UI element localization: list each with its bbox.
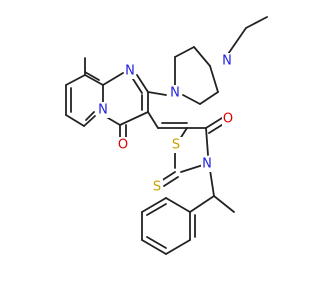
bond-pyd-5: [83, 115, 96, 127]
bond-ph-5: [141, 197, 167, 213]
bond-ph-3b: [146, 236, 167, 249]
bond-ch-methyl: [213, 195, 235, 213]
bond-ethyl-terminal: [245, 16, 268, 29]
bond-ph-3: [141, 239, 167, 255]
bond-pyr-5: [119, 111, 149, 126]
bond-thz-2: [205, 127, 209, 156]
bond-ph-5b: [146, 203, 167, 216]
bond-n-ch: [209, 169, 215, 197]
structure-drawing: N N N N N O O S S: [65, 16, 268, 255]
atom-n-piperazine-bottom: N: [170, 86, 180, 101]
bond-pip-4: [182, 94, 201, 105]
atom-s-ring: S: [172, 138, 180, 153]
bond-thione-1: [160, 171, 176, 182]
atom-o-pyridopyrimidinone: O: [118, 138, 128, 153]
atom-s-thione: S: [153, 180, 161, 195]
bond-thione-2: [163, 176, 179, 187]
bond-pip-1: [193, 46, 211, 67]
bond-ph-2: [165, 239, 191, 255]
atom-n-pyrimidine: N: [125, 64, 135, 79]
bond-methylidene-1: [147, 111, 159, 129]
bond-thz-3: [180, 164, 204, 173]
bonds: [65, 16, 268, 255]
atom-labels: N N N N N O O S S: [97, 53, 234, 195]
bond-pyd-4: [65, 114, 85, 127]
bond-pip-2: [174, 46, 195, 58]
bond-ch-phenyl: [189, 195, 215, 213]
atom-n-bridge: N: [98, 103, 108, 118]
molecule-diagram: N N N N N O O S S: [65, 16, 268, 255]
bond-ph-6: [165, 197, 191, 213]
atom-n-piperazine-top: N: [222, 54, 232, 69]
bond-pyd-5b: [85, 111, 95, 121]
bond-pyr-1b: [132, 78, 143, 94]
bond-pyd-2: [65, 74, 86, 86]
bond-thz-carbonyl-1: [205, 117, 223, 129]
bond-pip-6: [209, 65, 219, 93]
atom-n-thiazolidinone: N: [202, 157, 212, 172]
bond-pyd-1b: [84, 71, 100, 81]
bond-pyd-1: [84, 74, 104, 86]
bond-pyr-1: [136, 74, 149, 93]
bond-pip-to-ring: [147, 91, 167, 96]
bond-pyr-2: [102, 72, 124, 86]
atom-o-thiazolidinone: O: [223, 112, 233, 127]
bond-pip-5: [199, 91, 219, 105]
bond-ethyl-n: [225, 27, 247, 58]
